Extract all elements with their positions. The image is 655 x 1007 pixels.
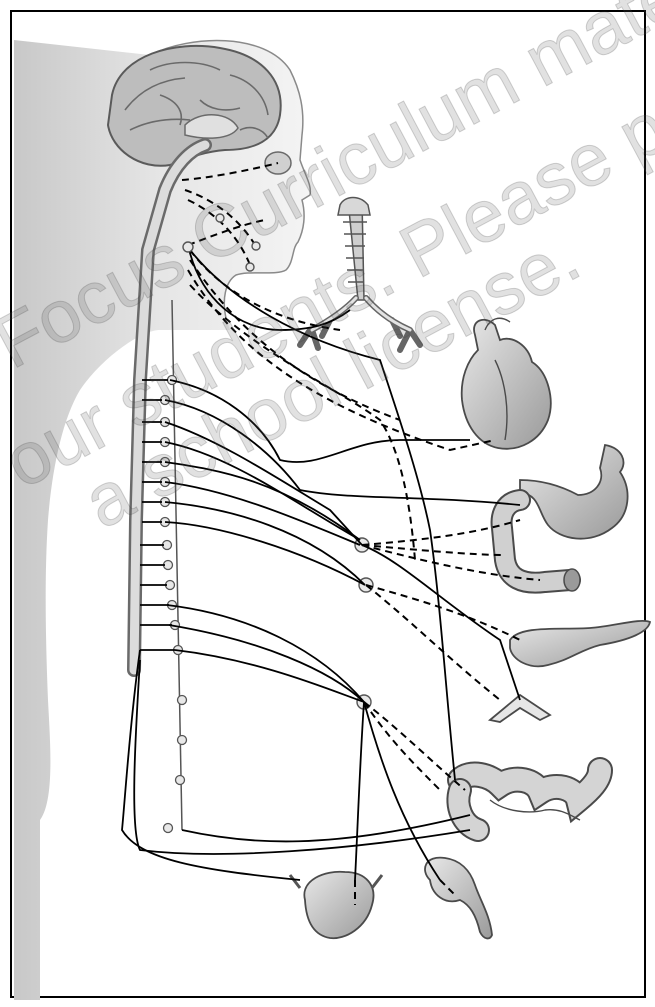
heart bbox=[462, 318, 551, 448]
reproductive-organ bbox=[425, 858, 492, 939]
large-intestine bbox=[458, 770, 600, 830]
pancreas bbox=[510, 621, 650, 666]
stomach bbox=[520, 445, 628, 539]
collateral-ganglia bbox=[355, 538, 373, 709]
trachea-bronchi bbox=[300, 198, 420, 351]
bladder bbox=[290, 872, 382, 938]
